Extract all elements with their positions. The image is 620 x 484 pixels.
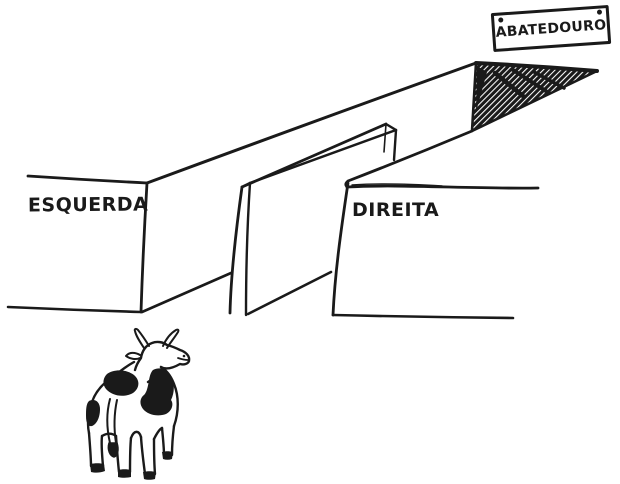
divider-far-end-left-edge xyxy=(383,123,387,153)
slaughterhouse-opening xyxy=(470,61,599,133)
left-path-label: ESQUERDA xyxy=(27,193,149,217)
left-rim-diagonal xyxy=(145,61,478,185)
opening-cross-stroke-1 xyxy=(492,70,526,99)
cow-spot-hip xyxy=(86,399,100,427)
cow-leg-2 xyxy=(114,434,133,474)
nail-dot-left-icon xyxy=(498,17,504,23)
divider-front-left-edge xyxy=(228,185,244,315)
divider-far-end-top xyxy=(384,122,398,132)
cow-hoof-1 xyxy=(90,463,105,473)
cow-tail-tuft xyxy=(107,442,119,458)
divider-front-cap-top xyxy=(240,181,252,189)
opening-top-edge xyxy=(474,61,599,73)
cow-spot-flank xyxy=(140,368,174,416)
right-inner-wall-top-edge xyxy=(346,129,474,183)
cow-spot-shoulder xyxy=(103,370,139,396)
right-wall-bottom-edge xyxy=(331,313,515,320)
cow-nostril xyxy=(182,354,186,358)
divider-wall xyxy=(228,122,398,317)
slaughterhouse-sign-label: ABATEDOURO xyxy=(495,16,607,41)
left-wall-right-edge xyxy=(139,181,149,314)
divider-front-right-edge xyxy=(244,181,252,317)
cow-horn-left xyxy=(133,327,150,349)
cow-mouth-line xyxy=(177,357,189,361)
opening-cross-stroke-3 xyxy=(532,70,566,90)
right-wall-top-edge xyxy=(345,184,540,190)
nail-dot-right-icon xyxy=(596,9,603,15)
left-wall xyxy=(6,174,149,314)
divider-far-end-right-edge xyxy=(392,128,398,162)
cow-leg-1 xyxy=(87,431,105,468)
cow-hoof-4 xyxy=(162,451,173,460)
right-wall-left-edge xyxy=(331,181,350,317)
cow-figure xyxy=(86,327,191,480)
right-path-label: DIREITA xyxy=(352,199,440,221)
cow-leg-4 xyxy=(160,424,176,457)
left-wall-top-edge xyxy=(26,174,149,185)
right-wall xyxy=(331,179,540,320)
opening-left-shade xyxy=(476,66,487,112)
left-wall-bottom-edge xyxy=(6,305,143,314)
divider-top-right-line xyxy=(248,128,398,185)
cow-udder-arc xyxy=(129,430,143,440)
cow-hoof-2 xyxy=(118,469,131,478)
cow-horn-right xyxy=(162,328,180,349)
right-wall-top-edge-sketch xyxy=(351,183,443,187)
opening-cross-stroke-2 xyxy=(511,68,551,95)
slaughterhouse-sign: ABATEDOURO xyxy=(490,4,612,53)
cow-tail xyxy=(106,398,118,444)
cow-ear xyxy=(125,351,141,361)
cow-belly-arc-2 xyxy=(152,426,164,441)
cow-hoof-3 xyxy=(143,471,156,480)
cow-head-outline xyxy=(133,340,191,372)
right-path-floor-line xyxy=(246,270,333,316)
left-path-floor-line xyxy=(140,271,233,314)
corridor-lines xyxy=(140,61,478,316)
cow-leg-3 xyxy=(139,435,157,476)
